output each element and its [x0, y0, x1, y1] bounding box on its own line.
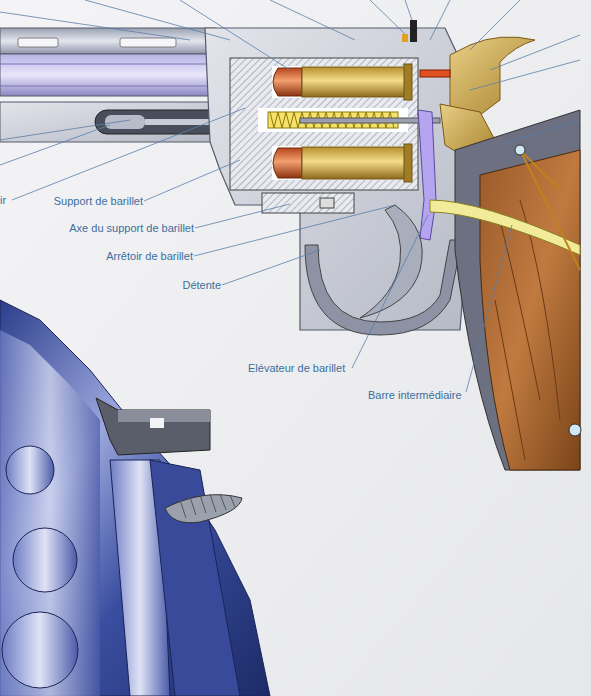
trigger: [360, 205, 422, 318]
part-label: ir: [0, 194, 6, 207]
revolver-rear-view: [0, 300, 270, 696]
grip: [430, 110, 581, 470]
barrel: [0, 28, 240, 142]
part-label: Elévateur de barillet: [248, 362, 345, 375]
trigger-guard: [305, 240, 462, 335]
part-label: Détente: [182, 279, 221, 292]
part-label: Arrêtoir de barillet: [106, 250, 193, 263]
frame: [205, 28, 470, 330]
part-label: Axe du support de barillet: [69, 222, 194, 235]
leader-lines: [0, 0, 580, 392]
cylinder: [230, 58, 440, 213]
part-label: Support de barillet: [54, 195, 143, 208]
part-label: Barre intermédiaire: [368, 389, 462, 402]
hand: [418, 110, 436, 240]
